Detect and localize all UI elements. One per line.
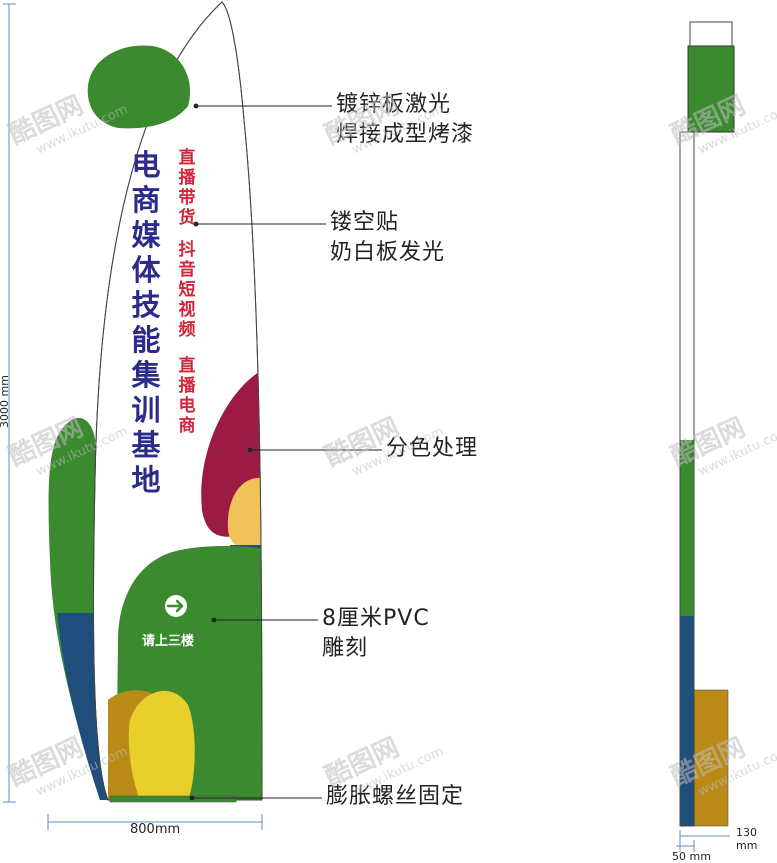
- callout-pvc-line-2: 雕刻: [322, 636, 369, 661]
- callout-pvc: 8厘米PVC 雕刻: [322, 604, 430, 664]
- light-yellow-shape: [227, 477, 262, 551]
- callout-hollow-line-1: 镂空贴: [330, 210, 400, 235]
- callout-hollow-line-2: 奶白板发光: [330, 240, 446, 265]
- sign-main-title: 电商媒体技能集训基地: [131, 148, 161, 497]
- callout-galvanized-line-2: 焊接成型烤漆: [336, 122, 475, 147]
- main-body: [92, 1, 263, 801]
- callout-bolt: 膨胀螺丝固定: [326, 782, 464, 812]
- width-dimension: [47, 814, 263, 830]
- sign-sub-column-3: 直播电商: [178, 356, 196, 436]
- callout-color: 分色处理: [386, 434, 478, 464]
- width-dimension-label: 800mm: [130, 822, 181, 837]
- callout-galvanized: 镀锌板激光 焊接成型烤漆: [336, 90, 474, 150]
- sign-sub-column-2: 抖音短视频: [178, 240, 196, 340]
- side-view: [679, 21, 735, 827]
- arrow-right-icon: [165, 595, 187, 617]
- side-dimensions: [676, 830, 730, 852]
- leader-dots: [189, 103, 253, 801]
- callout-galvanized-line-1: 镀锌板激光: [336, 92, 452, 117]
- base-plate: [109, 795, 237, 803]
- callout-color-line: 分色处理: [386, 436, 479, 461]
- leader-lines: [192, 105, 382, 799]
- callout-hollow: 镂空贴 奶白板发光: [330, 208, 445, 268]
- side-depth-label: 130 mm: [736, 826, 758, 852]
- direction-label: 请上三楼: [142, 634, 195, 649]
- side-base-label: 50 mm: [672, 850, 711, 863]
- top-leaf-shape: [87, 45, 191, 129]
- yellow-shape: [128, 690, 195, 800]
- sign-sub-column-1: 直播带货: [178, 148, 196, 228]
- callout-bolt-line: 膨胀螺丝固定: [326, 784, 465, 809]
- height-dimension: [3, 3, 16, 803]
- callout-pvc-line-1: 8厘米PVC: [322, 606, 430, 631]
- height-dimension-label: 3000 mm: [0, 375, 11, 428]
